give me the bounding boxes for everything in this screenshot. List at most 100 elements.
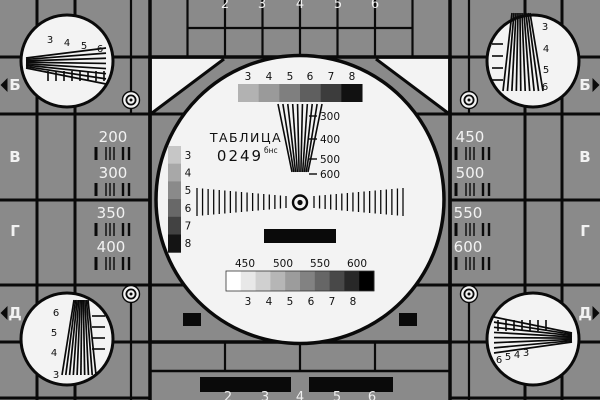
wedge-label-600: 600: [320, 169, 340, 181]
panel-value-550: 550: [454, 204, 483, 222]
target-ring: [463, 288, 475, 300]
wedge-line: [493, 316, 573, 334]
grayscale-top-steps: [238, 84, 363, 102]
horizontal-wedge-right: [313, 188, 404, 216]
wedge-line: [25, 67, 107, 85]
digit-label: 5: [505, 352, 511, 363]
wedge-line: [493, 336, 573, 339]
digit-label: 6: [496, 355, 502, 366]
panel-value-500: 500: [456, 164, 485, 182]
wedge-line: [61, 299, 75, 376]
panel-value-400: 400: [97, 238, 126, 256]
wedge-label-400: 400: [320, 134, 340, 146]
grayscale-bottom-outline: [225, 270, 375, 292]
center-target-ring: [291, 194, 309, 211]
digit-label: 6: [185, 203, 192, 215]
corner-circle-top-left: [19, 13, 115, 109]
corner-flag-top-right-diagonal: [375, 57, 449, 115]
grayscale-step: [168, 216, 181, 235]
wedge-line: [286, 103, 297, 173]
center-target-dot: [297, 199, 303, 206]
target-icon: [121, 90, 141, 110]
row-letter-left-v: В: [9, 148, 20, 166]
digit-label: 6: [307, 71, 314, 83]
corner-ticks-top-left: [47, 71, 105, 81]
row-marker-left-d-icon: [0, 306, 8, 320]
bottom-bar-left: [200, 377, 291, 392]
digit-label: 3: [523, 348, 529, 359]
target-icons: [121, 90, 479, 304]
wedge-line: [493, 326, 573, 337]
grayscale-step: [258, 84, 280, 102]
digit-label: 3: [258, 0, 266, 12]
wedge-line: [25, 61, 107, 65]
grayscale-step: [359, 271, 375, 291]
digit-label: 5: [51, 328, 57, 339]
grayscale-step: [168, 163, 181, 182]
wedge-line: [296, 103, 300, 173]
row-letter-right-d: Д: [578, 304, 591, 322]
digit-label: 5: [287, 71, 294, 83]
row-letter-right-b: Б: [579, 76, 590, 94]
panel-value-200: 200: [99, 128, 128, 146]
grayscale-step: [238, 84, 260, 102]
wedge-line: [529, 12, 544, 92]
wedge-line: [519, 12, 522, 92]
wedge-line: [25, 62, 107, 70]
wedge-line: [515, 12, 519, 92]
row-marker-left-b-icon: [0, 78, 8, 92]
target-dot: [129, 292, 133, 296]
target-ring: [125, 94, 137, 106]
digit-label: 4: [64, 38, 70, 49]
digit-label: 5: [185, 185, 192, 197]
target-dot: [467, 292, 471, 296]
digit-label: 6: [308, 296, 315, 308]
target-icon: [459, 90, 479, 110]
digit-label: 4: [266, 296, 273, 308]
corner-wedge-bottom-right: [493, 316, 573, 354]
bottom-label-550: 550: [310, 258, 330, 270]
row-marker-right-d-icon: [592, 306, 600, 320]
row-letter-left-g: Г: [10, 222, 20, 240]
bottom-bar-right: [309, 377, 393, 392]
digit-label: 4: [543, 44, 549, 55]
grayscale-step: [168, 199, 181, 218]
card-code-suffix: бнс: [264, 146, 278, 155]
wedge-line: [82, 299, 86, 376]
grayscale-step: [255, 271, 271, 291]
digit-label: 3: [245, 71, 252, 83]
wedge-line: [282, 103, 295, 173]
wedge-line: [25, 64, 107, 75]
wedge-line: [80, 299, 83, 376]
grayscale-bottom-steps: [226, 271, 375, 291]
grayscale-step: [300, 271, 316, 291]
digit-label: 6: [542, 82, 548, 93]
frequency-bursts: [94, 147, 491, 270]
corner-wedge-top-right: [502, 12, 544, 92]
corner-ticks-top-right: [492, 43, 503, 81]
digit-label: 3: [185, 150, 192, 162]
row-letter-right-g: Г: [580, 222, 590, 240]
target-ring: [463, 94, 475, 106]
digit-label: 3: [261, 390, 269, 400]
digit-label: 4: [185, 168, 192, 180]
grayscale-step: [279, 84, 301, 102]
bottom-label-450: 450: [235, 258, 255, 270]
digit-label: 3: [542, 22, 548, 33]
digit-label: 7: [329, 296, 336, 308]
wedge-line: [527, 12, 540, 92]
wedge-line: [301, 103, 309, 173]
corner-ticks-bottom-left: [92, 315, 105, 350]
digit-label: 8: [349, 71, 356, 83]
digit-label: 4: [266, 71, 273, 83]
digit-label: 7: [185, 221, 192, 233]
digit-label: 7: [328, 71, 335, 83]
digit-label: 5: [81, 41, 87, 52]
panel-value-450: 450: [456, 128, 485, 146]
